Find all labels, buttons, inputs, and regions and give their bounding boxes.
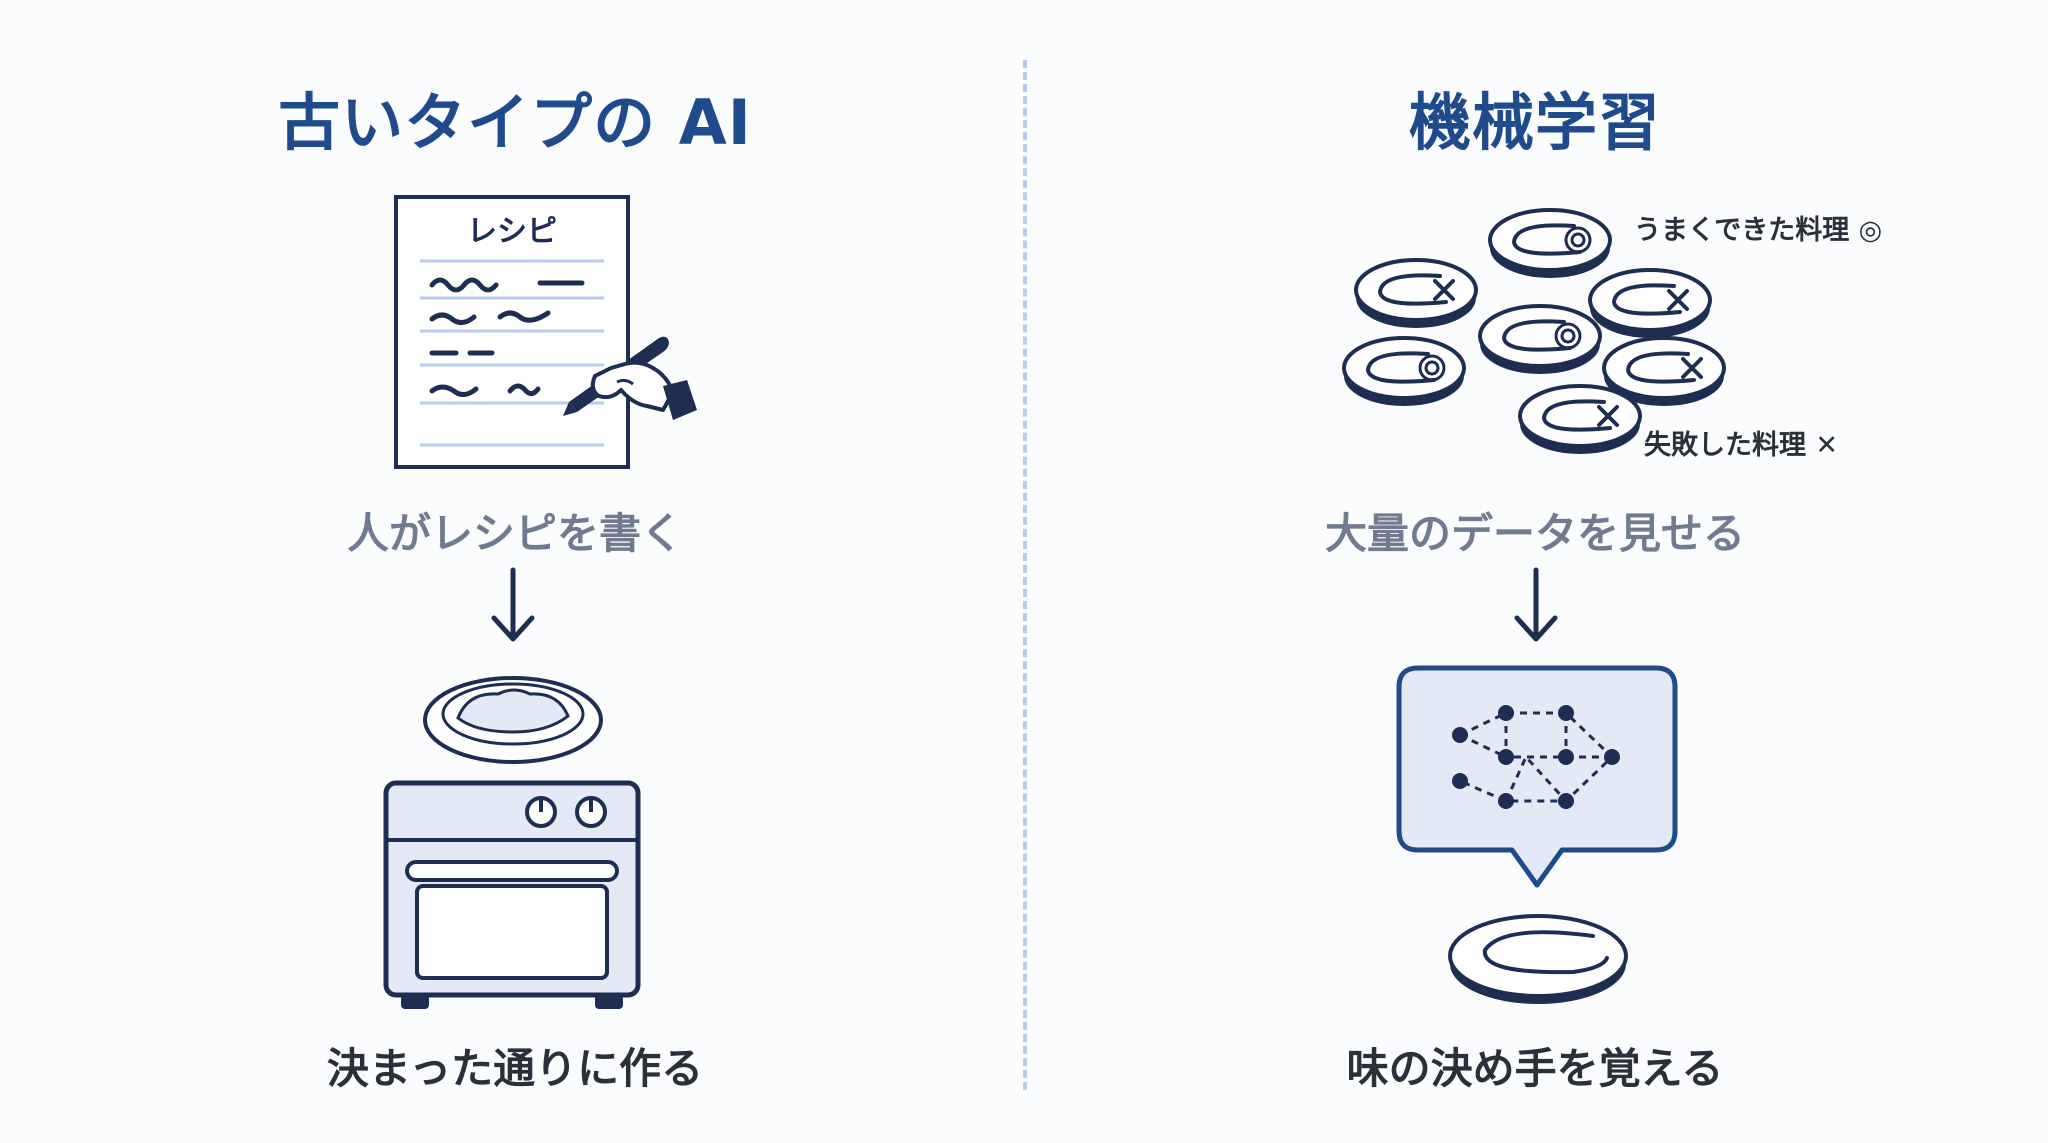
- plate-icon: [1448, 914, 1628, 1004]
- label-good-dish: うまくできた料理 ◎: [1634, 215, 1883, 246]
- left-title: 古いタイプの AI: [278, 86, 752, 159]
- writing-hand-icon: [563, 336, 697, 420]
- down-arrow-icon: [1514, 567, 1558, 642]
- oven-icon: [383, 780, 641, 1009]
- recipe-heading: レシピ: [467, 214, 557, 249]
- center-divider: [1023, 60, 1027, 1090]
- right-step2-caption: 味の決め手を覚える: [1346, 1044, 1724, 1093]
- neural-network-bubble-icon: [1396, 665, 1678, 888]
- left-step2-caption: 決まった通りに作る: [326, 1044, 704, 1093]
- right-step1-caption: 大量のデータを見せる: [1324, 509, 1745, 558]
- plate-icon: [423, 676, 603, 764]
- recipe-document-icon: レシピ: [394, 195, 630, 469]
- down-arrow-icon: [491, 567, 535, 642]
- left-step1-caption: 人がレシピを書く: [346, 509, 683, 558]
- right-title: 機械学習: [1408, 86, 1661, 159]
- label-failed-dish: 失敗した料理 ✕: [1644, 430, 1839, 461]
